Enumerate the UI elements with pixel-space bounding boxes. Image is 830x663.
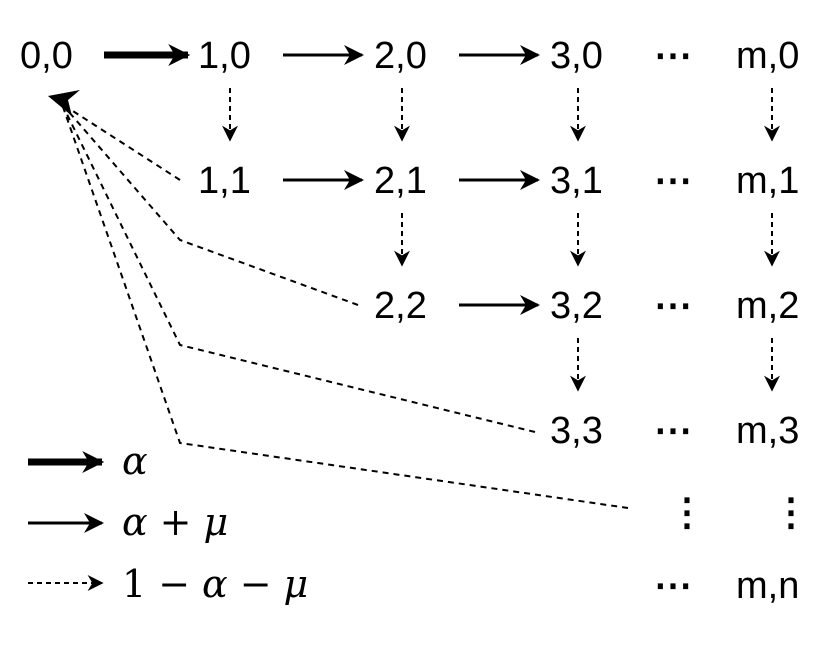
node-2-1: 2,1 <box>374 160 427 202</box>
node-m-1: m,1 <box>736 160 799 202</box>
node-m-n: m,n <box>736 565 799 607</box>
legend-dashed-one: 1 <box>122 562 146 606</box>
node-2-2: 2,2 <box>374 285 427 327</box>
node-3-1: 3,1 <box>550 160 603 202</box>
return-line-from-1-1 <box>61 103 181 181</box>
node-3-0: 3,0 <box>550 35 603 77</box>
legend-dashed-mu: μ <box>284 562 309 606</box>
node-0-0: 0,0 <box>20 35 73 77</box>
return-arrowhead-0-0 <box>48 90 80 116</box>
node-3-3: 3,3 <box>550 410 603 452</box>
legend-dashed-minus-1: − <box>158 562 190 606</box>
legend-dashed-minus-2: − <box>240 562 272 606</box>
col3-vertical-ellipsis: ⋮ <box>668 492 706 534</box>
rown-ellipsis: ⋯ <box>654 565 692 607</box>
node-m-2: m,2 <box>736 285 799 327</box>
row0-ellipsis: ⋯ <box>654 35 692 77</box>
colm-vertical-ellipsis: ⋮ <box>772 492 810 534</box>
legend-dashed-label: 1−α−μ <box>122 562 308 606</box>
node-m-3: m,3 <box>736 410 799 452</box>
row1-ellipsis: ⋯ <box>654 160 692 202</box>
node-3-2: 3,2 <box>550 285 603 327</box>
row2-ellipsis: ⋯ <box>654 285 692 327</box>
node-2-0: 2,0 <box>374 35 427 77</box>
legend-dashed-alpha: α <box>202 562 228 606</box>
node-1-0: 1,0 <box>198 35 251 77</box>
legend-solid-alpha: α <box>122 500 148 544</box>
legend-solid-label: α + μ <box>122 500 228 544</box>
return-line-from-m-n <box>61 103 629 509</box>
legend-solid-plus: + <box>160 500 192 544</box>
node-1-1: 1,1 <box>198 160 251 202</box>
row3-ellipsis: ⋯ <box>654 410 692 452</box>
legend-thick-label: α <box>122 439 148 483</box>
return-line-from-2-2 <box>61 103 359 306</box>
return-line-from-3-3 <box>61 103 536 433</box>
legend-solid-mu: μ <box>204 500 229 544</box>
node-m-0: m,0 <box>736 35 799 77</box>
